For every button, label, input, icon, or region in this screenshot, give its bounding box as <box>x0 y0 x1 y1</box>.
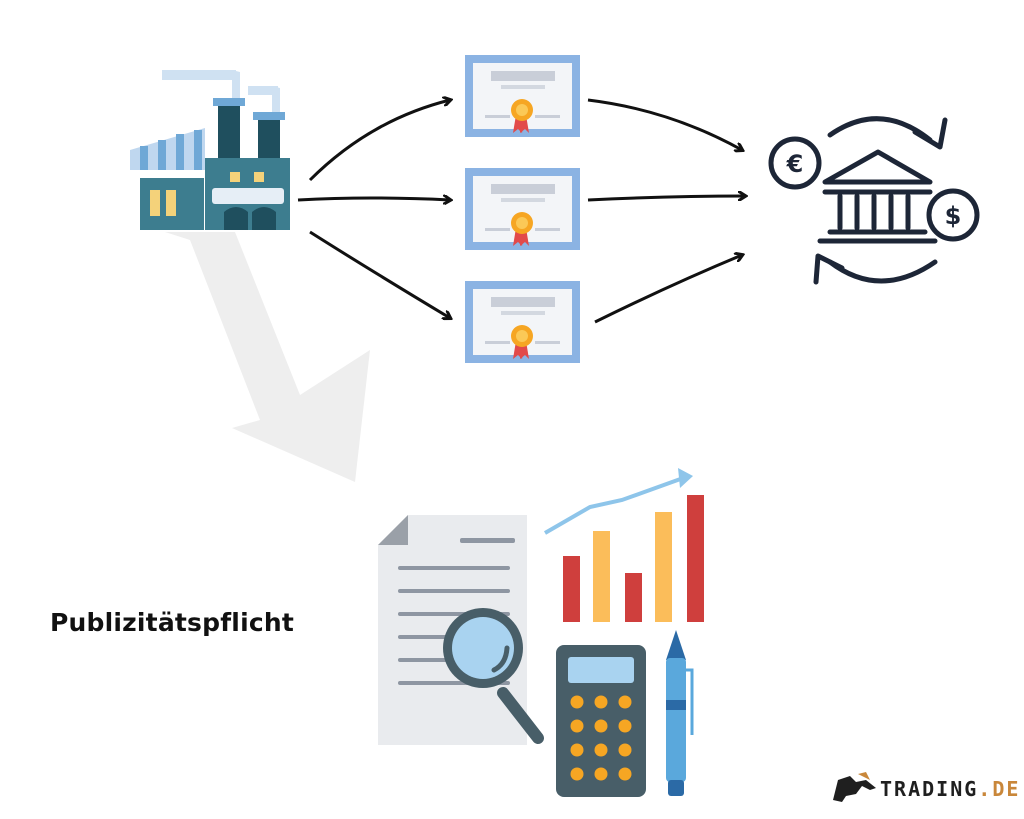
arrow-certificate-3-to-bank <box>594 255 742 324</box>
publizitaetspflicht-label: Publizitätspflicht <box>50 608 295 637</box>
bank-exchange-icon <box>768 116 980 285</box>
arrow-certificate-1-to-bank <box>587 98 742 150</box>
euro-symbol-icon: € <box>786 150 804 178</box>
certificate-icon <box>465 168 580 250</box>
brand-text-main: TRADING <box>880 777 979 801</box>
factory-icon <box>130 70 290 230</box>
brand-logo: TRADING.DE <box>830 772 1020 806</box>
arrow-factory-to-certificate-3 <box>309 230 450 318</box>
arrow-factory-to-certificate-2 <box>297 198 450 200</box>
brand-text: TRADING.DE <box>880 777 1020 801</box>
brand-text-tld: .DE <box>978 777 1021 801</box>
certificate-icon <box>465 55 580 137</box>
bull-logo-icon <box>833 772 876 802</box>
bar-chart-icon <box>543 468 704 622</box>
arrow-certificate-2-to-bank <box>587 196 745 202</box>
pen-icon <box>666 630 694 796</box>
calculator-icon <box>556 645 646 797</box>
magnifier-icon <box>443 608 544 744</box>
certificate-icon <box>465 281 580 363</box>
arrow-factory-to-certificate-1 <box>308 100 450 182</box>
flow-arrow-large <box>165 232 370 482</box>
dollar-symbol-icon: $ <box>945 202 962 230</box>
